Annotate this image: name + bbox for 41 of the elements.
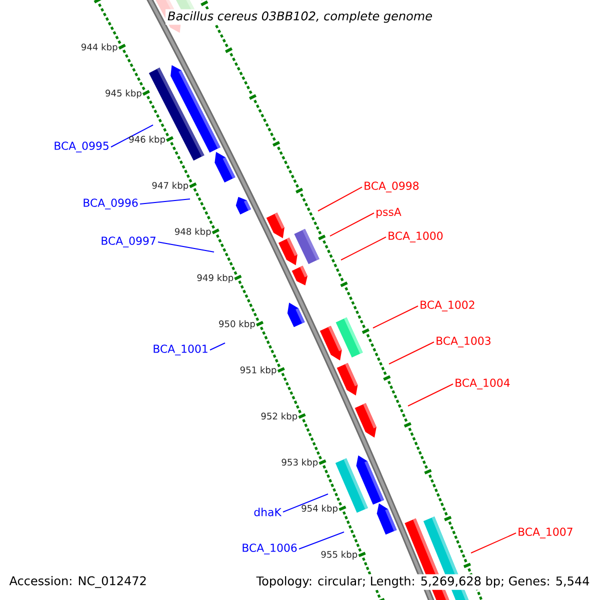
- leader-line: [372, 306, 418, 328]
- leader-line: [318, 186, 362, 212]
- tick-label: 954 kbp: [302, 504, 338, 514]
- tick-label: 950 kbp: [219, 320, 255, 329]
- gene-label: BCA_0995: [54, 142, 108, 152]
- gene-label: BCA_0998: [364, 182, 419, 192]
- gene-label: BCA_1007: [518, 528, 572, 538]
- gene-label: BCA_1003: [436, 336, 490, 348]
- tick-label: 945 kbp: [106, 90, 142, 98]
- leader-line: [298, 532, 344, 550]
- tick-label: 946 kbp: [129, 136, 166, 144]
- title: Bacillus cereus 03BB102, complete genome: [166, 9, 434, 25]
- leader-line: [158, 242, 214, 252]
- gene-label: dhaK: [254, 508, 282, 516]
- tick-label: 948 kbp: [174, 228, 211, 237]
- leader-line: [282, 494, 328, 512]
- tick-label: 955 kbp: [321, 550, 358, 560]
- genome-info-text: Topology: circular; Length: 5,269,628 bp; Genes: 5,544: [254, 574, 592, 590]
- gene-label: BCA_0996: [84, 198, 138, 210]
- leader-line: [140, 198, 190, 204]
- tick-label: 953 kbp: [282, 458, 318, 468]
- gene-label: BCA_0997: [102, 236, 156, 248]
- accession-text: Accession: NC_012472: [9, 576, 146, 588]
- gene-label: BCA_1004: [456, 378, 510, 390]
- tick-label: 951 kbp: [240, 366, 276, 376]
- leader-line: [388, 342, 434, 364]
- gene-label: BCA_1002: [420, 300, 474, 312]
- leader-line: [470, 532, 516, 554]
- gene-label: pssA: [376, 208, 402, 218]
- tick-label: 952 kbp: [261, 412, 298, 422]
- tick-label: 949 kbp: [197, 274, 234, 283]
- gene-label: BCA_1001: [154, 344, 208, 356]
- leader-line: [408, 384, 454, 406]
- leader-line: [340, 236, 386, 260]
- gene-label: BCA_1006: [242, 544, 297, 554]
- leader-line: [110, 124, 154, 148]
- leader-line: [330, 212, 374, 236]
- leader-line: [210, 342, 226, 350]
- tick-label: 947 kbp: [152, 182, 188, 191]
- tick-label: 944 kbp: [81, 43, 118, 52]
- gene-label: BCA_1000: [388, 232, 443, 242]
